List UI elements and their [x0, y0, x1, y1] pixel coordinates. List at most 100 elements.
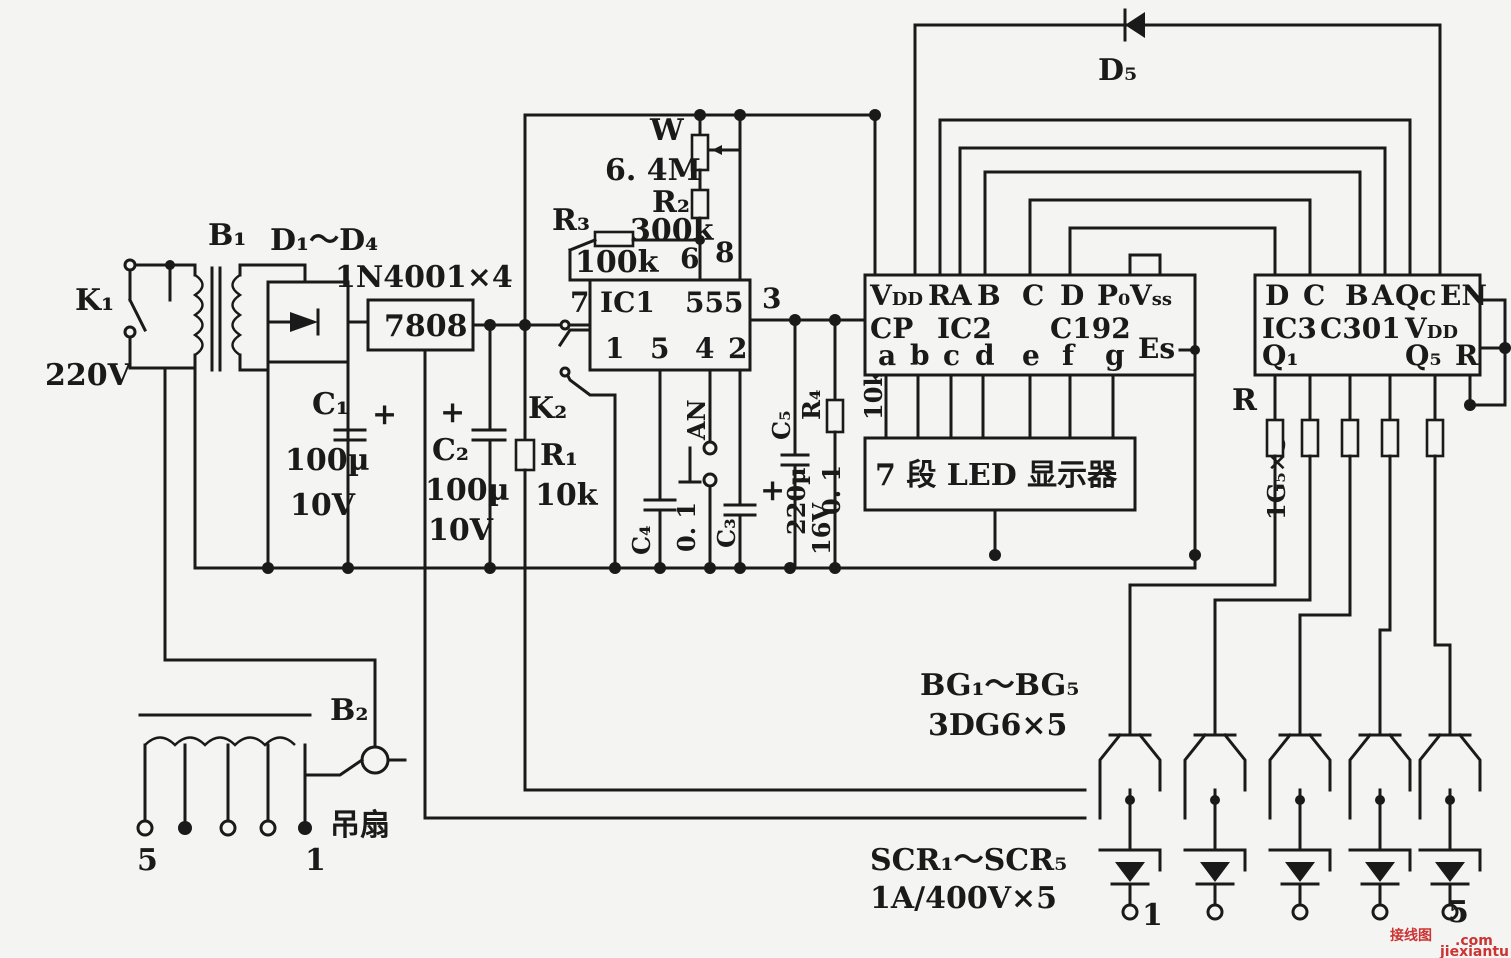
ic2-seg-pin-d: d — [975, 339, 995, 372]
driver-4 — [1348, 373, 1412, 921]
ic3-a: A — [1371, 279, 1395, 312]
scr-part-label: 1A/400V×5 — [870, 881, 1057, 916]
c5-label: C₅ — [767, 410, 796, 440]
c3-capacitor — [723, 503, 757, 570]
base-resistor-5 — [1425, 418, 1445, 458]
ic2-es: Es — [1138, 332, 1175, 365]
scr-4 — [1365, 862, 1395, 882]
r3-value: 100k — [575, 245, 660, 280]
ic3-q5: Q₅ — [1405, 339, 1442, 372]
counter-bus — [913, 23, 1442, 277]
fan-brush-label: 吊扇 — [330, 808, 390, 843]
ic2-c: C — [1022, 279, 1044, 312]
c1-plus: + — [372, 397, 397, 432]
ic3-c: C — [1303, 279, 1325, 312]
c3-plus: + — [760, 473, 785, 508]
c1-value: 100µ — [285, 443, 370, 478]
regulator-7808 — [366, 298, 1087, 820]
transistors-label: BG₁～BG₅ — [920, 668, 1079, 703]
r1-value: 10k — [535, 478, 599, 513]
c5-capacitor — [780, 314, 810, 570]
r1-resistor — [514, 113, 1087, 792]
r4-resistor — [825, 314, 845, 570]
c2-value: 100µ — [425, 473, 510, 508]
ic1-pin1: 1 — [605, 332, 624, 365]
scr-label: SCR₁～SCR₅ — [870, 843, 1067, 878]
ic2-seg-pin-b: b — [910, 339, 930, 372]
ic3-d: D — [1265, 279, 1289, 312]
diodes-label: D₁～D₄ — [270, 223, 378, 258]
ic1-pin6: 6 — [680, 242, 699, 275]
driver-chain — [1098, 373, 1482, 921]
output-terminal-1 — [1121, 903, 1139, 921]
driver-2 — [1183, 373, 1320, 921]
ic3-r: R — [1455, 339, 1479, 372]
an-label: AN — [682, 399, 711, 441]
fan-motor-b2 — [136, 366, 407, 837]
ic3-qc: Qc — [1395, 279, 1436, 312]
output-terminal-3 — [1291, 903, 1309, 921]
led-display-label: 7 段 LED 显示器 — [875, 458, 1118, 493]
c2-label: C₂ — [432, 433, 469, 468]
ic2-r: R — [928, 279, 952, 312]
c1-capacitor — [333, 428, 367, 442]
k2-label: K₂ — [528, 391, 567, 426]
c2-voltage: 10V — [428, 513, 494, 548]
ic1-pin8: 8 — [715, 236, 734, 269]
scr-3 — [1285, 862, 1315, 882]
ic3-q1: Q₁ — [1262, 339, 1299, 372]
ic1-name: IC1 — [600, 286, 655, 319]
driver-5 — [1418, 373, 1482, 921]
r1-label: R₁ — [540, 438, 578, 473]
ic1-type: 555 — [685, 286, 743, 319]
ic3-en: EN — [1440, 279, 1487, 312]
c1-voltage: 10V — [290, 488, 356, 523]
scr-1 — [1115, 862, 1145, 882]
ic2-p0: P₀ — [1097, 279, 1130, 312]
mains-label: 220V — [45, 358, 132, 393]
r3-resistor — [568, 230, 705, 282]
r2-resistor — [690, 188, 710, 282]
ic2-name: IC2 — [937, 312, 992, 345]
c3-voltage: 16V — [807, 503, 836, 555]
ic2-b: B — [977, 279, 1001, 312]
c5-value: 0. 1 — [817, 465, 846, 515]
watermark-en: .com — [1455, 933, 1493, 949]
base-resistor-2 — [1300, 418, 1320, 458]
diode-part-label: 1N4001×4 — [335, 260, 513, 295]
watermark-cn: 接线图 — [1390, 927, 1432, 944]
k1-label: K₁ — [75, 283, 114, 318]
c1-label: C₁ — [312, 387, 349, 422]
output-terminal-5 — [1441, 903, 1459, 921]
base-resistor-4 — [1380, 418, 1400, 458]
base-resistor-3 — [1340, 418, 1360, 458]
base-resistor-1 — [1265, 418, 1285, 458]
r-bank-label: R — [1232, 383, 1258, 418]
ic1-pin7: 7 — [570, 286, 589, 319]
r4-label: R₄ — [797, 390, 826, 420]
regulator-label: 7808 — [384, 309, 468, 344]
bridge-rectifier — [266, 263, 370, 570]
output-terminal-4 — [1371, 903, 1389, 921]
d5-label: D₅ — [1098, 53, 1137, 88]
ic2-d: D — [1060, 279, 1084, 312]
output-terminal-2 — [1206, 903, 1224, 921]
r3-label: R₃ — [552, 203, 590, 238]
c3-label: C₃ — [712, 518, 741, 548]
ic1-pin2: 2 — [728, 332, 747, 365]
ic2-a: A — [949, 279, 973, 312]
ic3-b: B — [1345, 279, 1369, 312]
out-last-label: 5 — [1448, 895, 1469, 930]
driver-1 — [1098, 373, 1285, 921]
transistor-part-label: 3DG6×5 — [928, 708, 1067, 743]
speed-high-label: 1 — [305, 843, 326, 878]
c2-capacitor — [471, 323, 507, 570]
w-label: W — [649, 113, 685, 148]
ic3-type: C301 — [1320, 312, 1401, 345]
ic3-c301 — [1253, 273, 1511, 411]
scr-2 — [1200, 862, 1230, 882]
scr-5 — [1435, 862, 1465, 882]
c4-label: C₄ — [627, 525, 656, 555]
